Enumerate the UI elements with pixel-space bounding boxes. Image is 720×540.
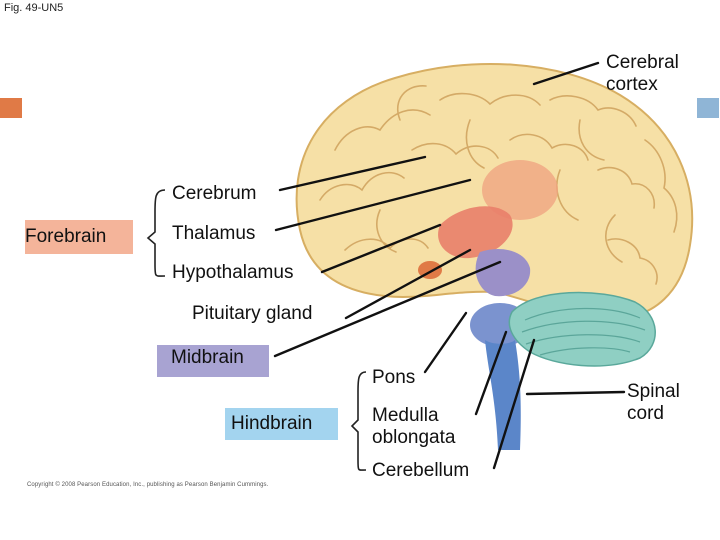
thalamus-shape [482,160,558,220]
forebrain-bracket [146,189,166,277]
thalamus-label: Thalamus [172,223,256,244]
spinal-cord-label: Spinal cord [627,381,680,424]
midbrain-box: Midbrain [157,345,269,377]
forebrain-box: Forebrain [25,220,133,254]
hypothalamus-leader [320,223,442,274]
medulla-oblongata-label: Medulla oblongata [372,405,456,448]
copyright-notice: Copyright © 2008 Pearson Education, Inc.… [27,482,269,488]
cerebellum-leader [492,338,536,470]
hindbrain-bracket [350,371,367,471]
hindbrain-label: Hindbrain [231,413,313,434]
brackets [146,189,367,471]
midbrain-leader [273,260,502,358]
figure-label: Fig. 49-UN5 [4,2,64,14]
thalamus-leader [274,178,472,232]
spinal-cord-leader [525,390,626,396]
cerebral-cortex-leader [532,61,600,86]
slide-marker-right [697,98,719,118]
pituitary-gland-label: Pituitary gland [192,303,313,324]
medulla-oblongata-leader [474,330,508,416]
midbrain-shape [475,248,531,297]
cerebrum-leader [278,155,427,192]
leader-lines [273,61,626,470]
cerebellum-label: Cerebellum [372,460,470,481]
pituitary-gland-leader [344,248,472,320]
forebrain-label: Forebrain [25,226,107,247]
cerebellum-folia [521,307,646,356]
pons-label: Pons [372,367,416,388]
midbrain-label: Midbrain [171,347,244,368]
slide-marker-left [0,98,22,118]
cerebrum-label: Cerebrum [172,183,257,204]
cerebral-cortex-label: Cerebral cortex [606,52,679,95]
pons-leader [423,311,468,374]
hypothalamus-label: Hypothalamus [172,262,294,283]
medulla-spinal-cord-shape [485,340,521,450]
hindbrain-box: Hindbrain [225,408,338,440]
cortex-gyri-pattern [319,85,678,285]
hypothalamus-shape [438,206,513,259]
